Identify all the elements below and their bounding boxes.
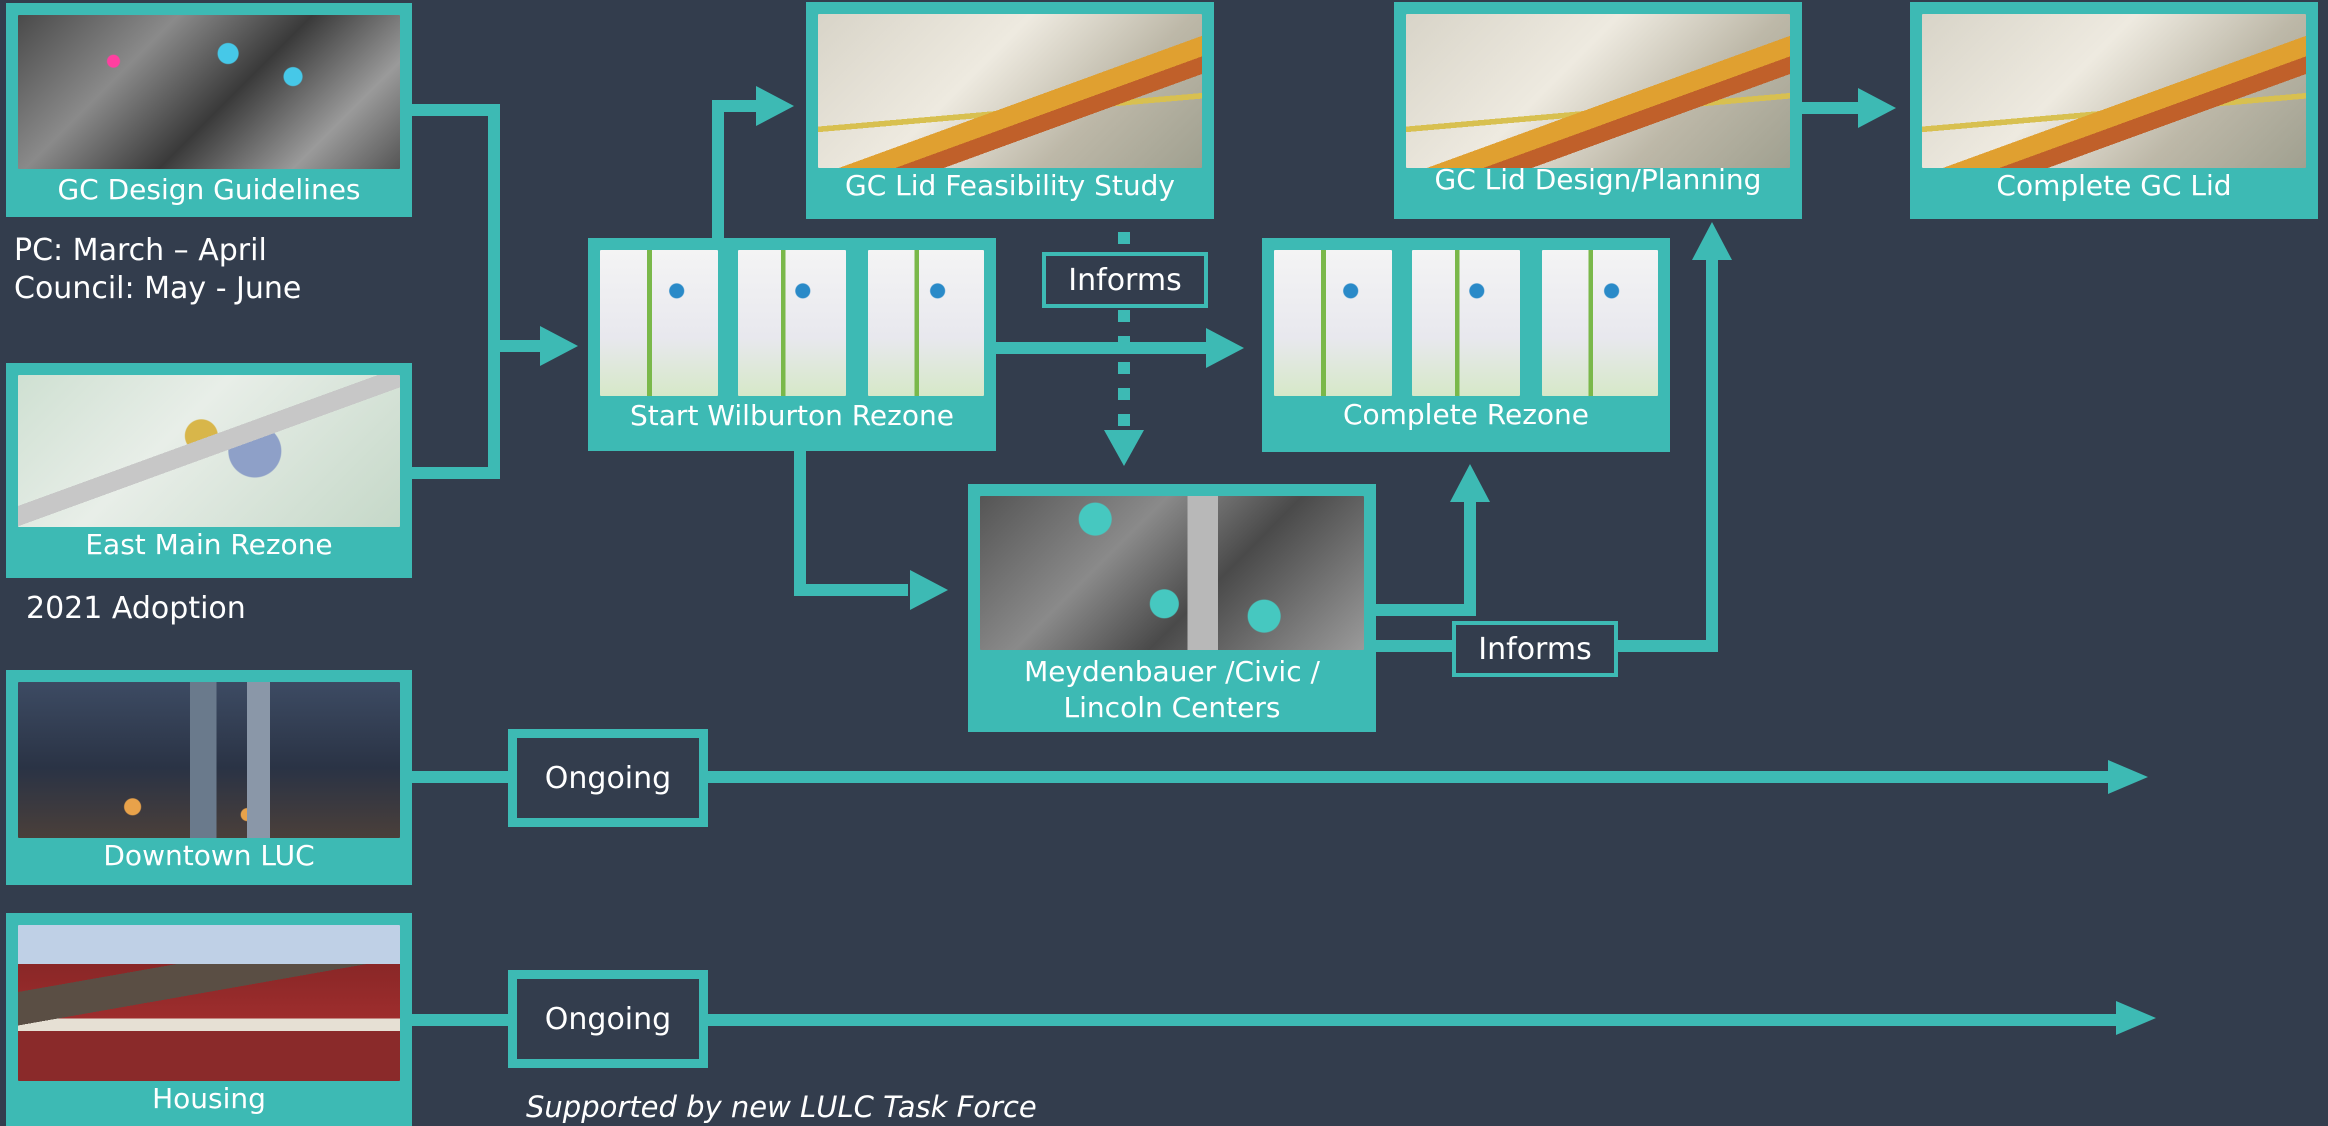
pc-schedule-note: PC: March – April bbox=[14, 233, 267, 268]
card-label: Downtown LUC bbox=[103, 839, 315, 872]
ongoing-label-downtown: Ongoing bbox=[508, 729, 708, 827]
card-downtown-luc: Downtown LUC bbox=[6, 670, 412, 885]
rezone-map-3 bbox=[1542, 250, 1658, 396]
model-image bbox=[18, 375, 400, 527]
adoption-note: 2021 Adoption bbox=[26, 591, 246, 626]
card-label: GC Lid Design/Planning bbox=[1434, 163, 1762, 196]
arrowhead-housing-timeline bbox=[2116, 1001, 2156, 1035]
rezone-map-2 bbox=[738, 250, 846, 396]
arrowhead-up-to-complete-rezone bbox=[1450, 464, 1490, 502]
connector-informs-to-lid-design bbox=[1618, 258, 1718, 652]
connector-gc-guidelines bbox=[412, 104, 500, 479]
connector-wilburton-to-meydenbauer bbox=[794, 450, 908, 596]
rezone-map-1 bbox=[600, 250, 718, 396]
arrowhead-to-meydenbauer bbox=[910, 570, 948, 610]
card-gc-lid-feasibility-study: GC Lid Feasibility Study bbox=[806, 2, 1214, 219]
arrowhead-to-wilburton bbox=[540, 326, 578, 366]
informs-label-bottom: Informs bbox=[1452, 621, 1618, 677]
arrowhead-to-complete-rezone bbox=[1206, 328, 1244, 368]
card-label: Complete Rezone bbox=[1342, 398, 1590, 431]
card-label: GC Design Guidelines bbox=[57, 173, 361, 206]
task-force-note: Supported by new LULC Task Force bbox=[526, 1090, 1037, 1124]
arrowhead-to-feasibility bbox=[756, 86, 794, 126]
rezone-map-3 bbox=[868, 250, 984, 396]
card-housing: Housing bbox=[6, 913, 412, 1126]
card-complete-gc-lid: Complete GC Lid bbox=[1910, 2, 2318, 219]
card-label: GC Lid Feasibility Study bbox=[845, 169, 1175, 202]
card-east-main-rezone: East Main Rezone bbox=[6, 363, 412, 578]
card-complete-rezone: Complete Rezone bbox=[1262, 238, 1670, 452]
card-gc-lid-design-planning: GC Lid Design/Planning bbox=[1394, 2, 1802, 219]
card-label: Meydenbauer /Civic / Lincoln Centers bbox=[968, 654, 1376, 732]
rendering-image bbox=[818, 14, 1202, 168]
council-schedule-note: Council: May - June bbox=[14, 271, 302, 306]
connector-meydenbauer-to-complete bbox=[1376, 496, 1476, 616]
card-start-wilburton-rezone: Start Wilburton Rezone bbox=[588, 238, 996, 451]
skyline-image bbox=[18, 682, 400, 838]
rendering-image bbox=[1922, 14, 2306, 168]
card-gc-design-guidelines: GC Design Guidelines bbox=[6, 3, 412, 217]
aerial-image bbox=[18, 15, 400, 169]
card-label: Complete GC Lid bbox=[1996, 169, 2232, 202]
card-meydenbauer-civic-lincoln-centers: Meydenbauer /Civic / Lincoln Centers bbox=[968, 484, 1376, 732]
card-label: Start Wilburton Rezone bbox=[630, 399, 954, 432]
card-label-line-2: Lincoln Centers bbox=[1063, 691, 1281, 724]
informs-label-top: Informs bbox=[1042, 252, 1208, 308]
connector-wilburton-to-feasibility bbox=[712, 100, 762, 240]
housing-image bbox=[18, 925, 400, 1081]
ongoing-label-housing: Ongoing bbox=[508, 970, 708, 1068]
rezone-map-2 bbox=[1412, 250, 1520, 396]
rendering-image bbox=[1406, 14, 1790, 168]
arrowhead-dotted-to-meydenbauer bbox=[1104, 430, 1144, 466]
aerial-image bbox=[980, 496, 1364, 650]
card-label: Housing bbox=[152, 1082, 266, 1115]
arrowhead-up-to-lid-design bbox=[1692, 222, 1732, 260]
arrowhead-downtown-timeline bbox=[2108, 760, 2148, 794]
rezone-map-1 bbox=[1274, 250, 1392, 396]
arrowhead-to-complete-lid bbox=[1858, 88, 1896, 128]
card-label: East Main Rezone bbox=[85, 528, 333, 561]
card-label-line-1: Meydenbauer /Civic / bbox=[1024, 655, 1320, 688]
